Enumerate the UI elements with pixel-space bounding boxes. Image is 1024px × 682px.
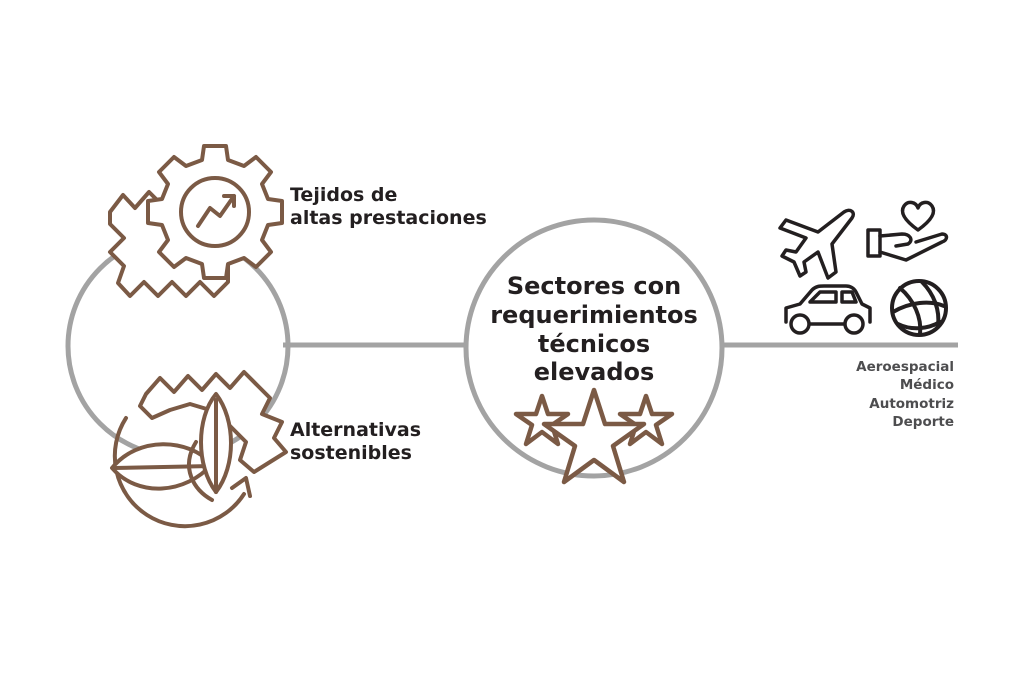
sector-item-deporte: Deporte — [892, 414, 954, 431]
airplane-icon — [778, 208, 856, 280]
hand-heart-icon — [866, 200, 949, 262]
sector-item-automotriz: Automotriz — [869, 395, 954, 412]
center-title-line3: técnicos — [537, 329, 651, 358]
large-star-icon — [541, 387, 647, 485]
small-star-right-icon — [617, 393, 675, 447]
label-tejidos: Tejidos de altas prestaciones — [290, 184, 487, 230]
label-alternativas-line2: sostenibles — [290, 441, 412, 464]
sector-list: Aeroespacial Médico Automotriz Deporte — [856, 358, 954, 431]
center-title: Sectores con requerimientos técnicos ele… — [470, 272, 718, 387]
center-title-line1: Sectores con — [506, 272, 682, 300]
sector-item-medico: Médico — [899, 377, 954, 394]
three-stars-icon — [513, 387, 675, 485]
label-tejidos-line2: altas prestaciones — [290, 206, 487, 229]
sector-item-aeroespacial: Aeroespacial — [856, 359, 954, 375]
center-title-line2: requerimientos — [490, 300, 698, 329]
label-alternativas-line1: Alternativas — [290, 419, 422, 441]
leaf-cycle-gear-icon — [110, 370, 288, 529]
textile-gear-growth-icon — [108, 144, 284, 298]
ball-icon — [890, 279, 948, 337]
label-alternativas: Alternativas sostenibles — [290, 419, 421, 465]
car-icon — [784, 284, 872, 335]
center-title-line4: elevados — [533, 358, 655, 387]
label-tejidos-line1: Tejidos de — [290, 184, 398, 206]
small-star-left-icon — [513, 393, 571, 447]
